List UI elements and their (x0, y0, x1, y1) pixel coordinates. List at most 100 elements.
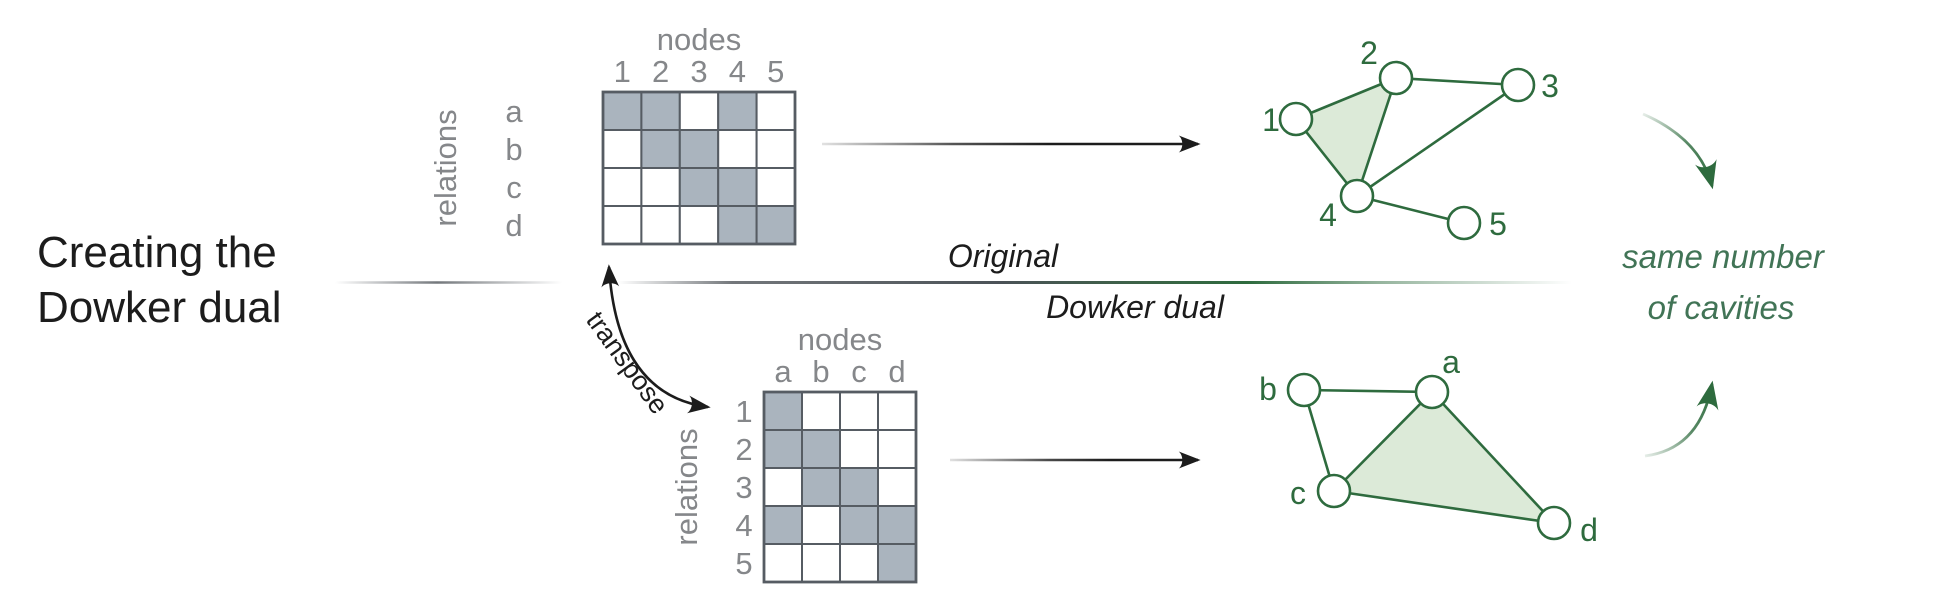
matrix-cell-filled (602, 91, 643, 131)
graph-node-b (1286, 372, 1322, 408)
matrix-cell-empty (602, 129, 643, 169)
graph-node-1 (1278, 101, 1314, 137)
matrix-cell-filled (877, 543, 917, 583)
matrix-cell-empty (755, 129, 796, 169)
matrix-cell-empty (763, 543, 803, 583)
matrix-cell-empty (877, 391, 917, 431)
matrix-cell-empty (839, 429, 879, 469)
matrix-cell-filled (839, 467, 879, 507)
matrix-row-header: a (505, 94, 523, 129)
matrix-cell-empty (755, 167, 796, 207)
matrix-cell-empty (839, 543, 879, 583)
matrix-col-header: d (888, 354, 905, 389)
graph-edge (1355, 77, 1398, 197)
matrix-cell-filled (640, 91, 681, 131)
matrix-cell-empty (640, 205, 681, 245)
graph-node-5 (1446, 205, 1482, 241)
matrix-cell-empty (801, 505, 841, 545)
matrix-row-header: d (505, 208, 522, 243)
page-title: Creating the Dowker dual (37, 228, 282, 332)
graph-edge (1356, 194, 1465, 225)
matrix-row-header: 3 (735, 470, 752, 505)
matrix-col-header: c (851, 354, 867, 389)
matrix-cell-filled (763, 429, 803, 469)
filled-cavity-face (1296, 78, 1396, 196)
matrix-axis-label-relations: relations (669, 428, 704, 545)
matrix-cell-empty (877, 429, 917, 469)
graph-node-label-2: 2 (1360, 35, 1378, 71)
filled-cavity-face (1334, 392, 1554, 523)
matrix-col-header: 5 (767, 54, 784, 89)
matrix-col-header: 3 (690, 54, 707, 89)
matrix-axis-label-relations: relations (428, 109, 463, 226)
graph-node-3 (1500, 67, 1536, 103)
matrix-cell-filled (763, 505, 803, 545)
matrix-cell-empty (801, 391, 841, 431)
page-title-line-2: Dowker dual (37, 283, 282, 332)
graph-node-2 (1378, 60, 1414, 96)
matrix-cell-empty (755, 91, 796, 131)
matrix-border (601, 90, 797, 246)
graph-edge (1302, 389, 1336, 492)
matrix-col-header: 2 (652, 54, 669, 89)
graph-node-label-a: a (1442, 344, 1460, 380)
matrix-cell-filled (678, 129, 720, 169)
graph-node-4 (1339, 178, 1375, 214)
matrix-cell-empty (839, 391, 879, 431)
same-cavities-arrow-top (1642, 112, 1717, 190)
graph-node-label-4: 4 (1319, 197, 1337, 233)
matrix-row-header: 2 (735, 432, 752, 467)
cavities-note-line-2: of cavities (1648, 289, 1795, 326)
graph-edge (1431, 391, 1555, 524)
page-title-line-1: Creating the (37, 228, 277, 277)
matrix-cell-filled (640, 129, 681, 169)
matrix-cell-filled (801, 429, 841, 469)
matrix-cell-empty (801, 543, 841, 583)
graph-node-label-3: 3 (1541, 68, 1559, 104)
matrix-cell-empty (763, 467, 803, 507)
matrix-cell-empty (678, 91, 720, 131)
matrix-cell-empty (717, 129, 758, 169)
matrix-col-header: 1 (614, 54, 631, 89)
graph-node-label-d: d (1580, 512, 1598, 548)
graph-edge (1295, 76, 1397, 121)
matrix-row-header: 1 (735, 394, 752, 429)
same-cavities-arrow-bottom (1644, 380, 1719, 458)
graph-node-label-1: 1 (1262, 102, 1280, 138)
matrix-border (762, 390, 918, 584)
cavities-note: same number of cavities (1622, 238, 1826, 326)
matrix-axis-label-nodes: nodes (798, 322, 882, 357)
matrix-cell-filled (717, 167, 758, 207)
graph-node-label-5: 5 (1489, 206, 1507, 242)
graph-node-c (1316, 473, 1352, 509)
matrix-col-header: b (812, 354, 829, 389)
matrix-cell-filled (755, 205, 796, 245)
matrix-cell-empty (602, 205, 643, 245)
original-graph: 1 2 3 4 5 (1262, 35, 1559, 242)
matrix-cell-filled (717, 91, 758, 131)
matrix-cell-filled (717, 205, 758, 245)
graph-node-a (1414, 374, 1450, 410)
matrix-cell-empty (640, 167, 681, 207)
matrix-cell-empty (877, 467, 917, 507)
matrix-cell-filled (877, 505, 917, 545)
graph-node-d (1536, 505, 1572, 541)
matrix-cell-empty (602, 167, 643, 207)
graph-node-label-c: c (1290, 475, 1306, 511)
matrix-cell-filled (678, 167, 720, 207)
matrix-row-header: c (506, 170, 522, 205)
graph-edge (1333, 391, 1433, 492)
original-section-label: Original (948, 238, 1059, 274)
transpose-arrow (601, 264, 711, 414)
matrix-cell-filled (801, 467, 841, 507)
matrix-axis-label-nodes: nodes (657, 22, 741, 57)
dowker-dual-section-label: Dowker dual (1046, 289, 1225, 325)
transpose-label: transpose (580, 306, 674, 420)
matrix-col-header: a (774, 354, 792, 389)
matrix-cell-filled (839, 505, 879, 545)
matrix-row-header: 4 (735, 508, 752, 543)
graph-edge (1395, 76, 1519, 87)
